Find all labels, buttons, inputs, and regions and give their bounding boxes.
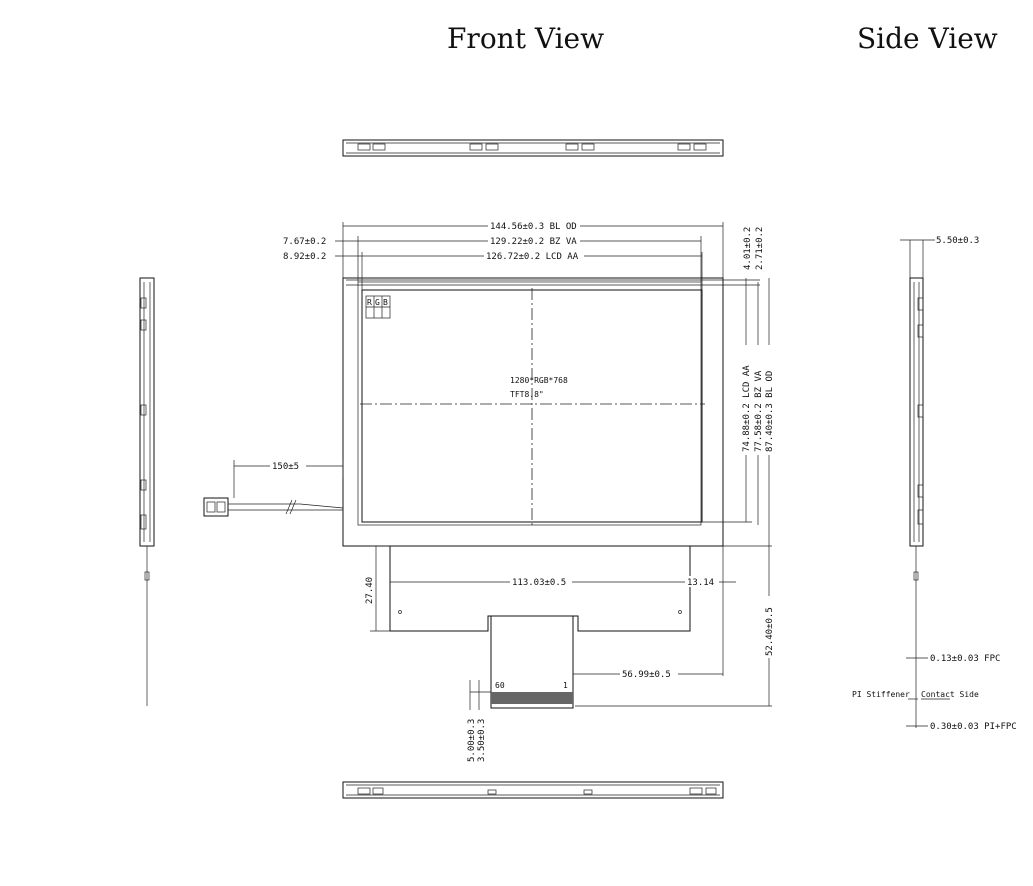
side-view-title: Side View <box>857 22 998 55</box>
lcd-aa-width: 126.72±0.2 LCD AA <box>486 252 579 262</box>
side-view: 5.50±0.3 0.13±0.03 FPC PI Stiffener Cont… <box>852 236 1017 732</box>
fpc-height: 27.40 <box>365 577 375 604</box>
fpc-position: 56.99±0.5 <box>622 670 671 680</box>
bottom-edge-view <box>342 781 724 799</box>
panel-size-label: TFT8.8" <box>510 390 544 399</box>
bz-va-width: 129.22±0.2 BZ VA <box>490 237 577 247</box>
stiffener-label: PI Stiffener <box>852 690 910 699</box>
offset-767: 7.67±0.2 <box>283 237 326 247</box>
top-dimensions: 144.56±0.3 BL OD 129.22±0.2 BZ VA 7.67±0… <box>283 220 724 290</box>
side-thickness: 5.50±0.3 <box>936 236 979 246</box>
backlight-outline <box>342 277 724 547</box>
pin-pitch-500: 5.00±0.3 <box>467 719 477 762</box>
bl-od-height: 87.40±0.3 BL OD <box>765 371 775 452</box>
fpc-contact-pads <box>491 692 573 704</box>
cable-length: 150±5 <box>272 462 299 472</box>
fpc-offset: 13.14 <box>687 578 714 588</box>
pin-1-label: 1 <box>563 681 568 690</box>
lcd-aa-height: 74.88±0.2 LCD AA <box>742 365 752 452</box>
fpc-dimensions: 27.40 113.03±0.5 13.14 56.99±0.5 52.40±0… <box>365 545 775 762</box>
resolution-label: 1280*RGB*768 <box>510 376 568 385</box>
bezel-outline <box>357 281 702 526</box>
top-401: 4.01±0.2 <box>743 227 753 270</box>
offset-892: 8.92±0.2 <box>283 252 326 262</box>
pin-pitch-350: 3.50±0.3 <box>477 719 487 762</box>
top-edge-view <box>342 139 724 157</box>
right-dimensions: 4.01±0.2 2.71±0.2 74.88±0.2 LCD AA 77.58… <box>701 227 775 547</box>
b-label: B <box>383 298 388 307</box>
pin-60-label: 60 <box>495 681 505 690</box>
front-view: R G B 1280*RGB*768 TFT8.8" 60 1 <box>203 277 760 709</box>
contact-side-label: Contact Side <box>921 690 979 699</box>
total-height: 52.40±0.5 <box>765 607 775 656</box>
pi-fpc-thickness: 0.30±0.03 PI+FPC <box>930 722 1017 732</box>
bl-od-width: 144.56±0.3 BL OD <box>490 222 577 232</box>
front-view-title: Front View <box>447 22 604 55</box>
fpc-width: 113.03±0.5 <box>512 578 566 588</box>
g-label: G <box>375 298 380 307</box>
r-label: R <box>367 298 372 307</box>
left-edge-view <box>139 277 155 706</box>
fpc-thickness: 0.13±0.03 FPC <box>930 654 1000 664</box>
bz-va-height: 77.58±0.2 BZ VA <box>754 370 764 452</box>
connector <box>203 497 229 517</box>
top-271: 2.71±0.2 <box>755 227 765 270</box>
cable-dimension: 150±5 <box>233 460 344 498</box>
